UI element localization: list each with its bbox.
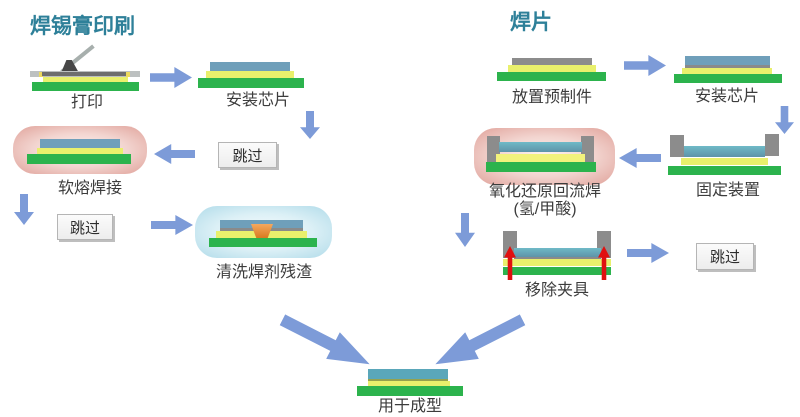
clamp-right bbox=[765, 134, 779, 156]
arrow-place-to-mount-icon bbox=[624, 55, 666, 76]
solder-paste-layer bbox=[37, 148, 123, 154]
skip-button-3-label: 跳过 bbox=[709, 249, 740, 266]
chip-layer bbox=[210, 62, 290, 71]
place-preform-label: 放置预制件 bbox=[511, 89, 592, 106]
pcb-layer bbox=[674, 74, 782, 83]
pcb-layer bbox=[486, 162, 596, 172]
chip-layer bbox=[499, 142, 582, 152]
solder-joint-line bbox=[368, 379, 448, 381]
arrow-remove-to-skip-icon bbox=[627, 243, 669, 263]
skip-button-2: 跳过 bbox=[57, 214, 113, 240]
solder-paste-layer bbox=[503, 259, 611, 266]
paste-tip-left bbox=[39, 72, 43, 77]
chip-layer bbox=[514, 248, 601, 257]
arrow-print-to-mount-icon bbox=[150, 67, 192, 88]
arrow-redox-to-remove-icon bbox=[455, 213, 475, 247]
chip-layer bbox=[368, 369, 448, 379]
reflow-step-label: 软熔焊接 bbox=[57, 180, 122, 197]
final-step-label: 用于成型 bbox=[377, 398, 442, 415]
arrow-left-to-final-icon bbox=[276, 306, 377, 377]
arrow-mount-to-fixture-icon bbox=[775, 106, 794, 134]
solder-paste-layer bbox=[43, 77, 128, 82]
pcb-layer bbox=[668, 166, 781, 175]
solder-paste-layer bbox=[206, 71, 294, 78]
clamp-left bbox=[670, 135, 684, 157]
pcb-layer bbox=[357, 386, 463, 396]
redox-step-label-line1: 氧化还原回流焊 bbox=[488, 183, 601, 200]
mount-chip-left-label: 安装芯片 bbox=[225, 92, 290, 109]
preform-layer bbox=[512, 58, 592, 65]
solder-paste-layer bbox=[508, 65, 596, 72]
chip-layer bbox=[685, 56, 770, 65]
solder-paste-layer bbox=[681, 158, 768, 165]
arrow-skip-to-reflow-icon bbox=[154, 144, 195, 164]
arrow-fixture-to-redox-icon bbox=[619, 148, 661, 168]
fixture-step-label: 固定装置 bbox=[695, 182, 760, 199]
solder-paste-layer bbox=[496, 154, 585, 162]
flux-residue-icon bbox=[251, 224, 273, 238]
arrow-mount-to-skip-icon bbox=[300, 111, 320, 139]
right-flow-title: 焊片 bbox=[510, 11, 552, 34]
solder-joint-line bbox=[514, 257, 601, 259]
skip-button-1: 跳过 bbox=[218, 142, 277, 168]
pcb-layer bbox=[497, 72, 606, 81]
left-flow-title: 焊锡膏印刷 bbox=[30, 15, 135, 38]
solder-paste-layer bbox=[682, 68, 772, 75]
pcb-layer bbox=[198, 78, 304, 88]
paste-tip-right bbox=[126, 72, 130, 77]
skip-button-3: 跳过 bbox=[696, 243, 754, 270]
mount-chip-right-label: 安装芯片 bbox=[694, 88, 759, 105]
redox-step-label-line2: (氢/甲酸) bbox=[513, 201, 577, 218]
preform-line bbox=[685, 65, 770, 68]
arrow-right-to-final-icon bbox=[429, 306, 530, 377]
solder-paste-layer bbox=[368, 381, 450, 386]
pcb-layer bbox=[209, 238, 317, 247]
clean-step-label: 清洗焊剂残渣 bbox=[215, 264, 312, 281]
pcb-layer bbox=[27, 154, 131, 164]
arrow-reflow-down-icon bbox=[14, 194, 34, 225]
stencil-paste-strip bbox=[42, 72, 126, 76]
skip-button-1-label: 跳过 bbox=[232, 147, 263, 165]
clamp-left bbox=[503, 231, 517, 258]
remove-clamps-label: 移除夹具 bbox=[524, 282, 589, 299]
chip-layer bbox=[40, 139, 120, 148]
pcb-layer bbox=[32, 82, 139, 91]
chip-layer bbox=[684, 146, 765, 157]
skip-button-2-label: 跳过 bbox=[69, 219, 100, 237]
pcb-layer bbox=[503, 267, 611, 275]
arrow-skip-to-clean-icon bbox=[151, 215, 193, 235]
print-step-label: 打印 bbox=[70, 94, 103, 111]
